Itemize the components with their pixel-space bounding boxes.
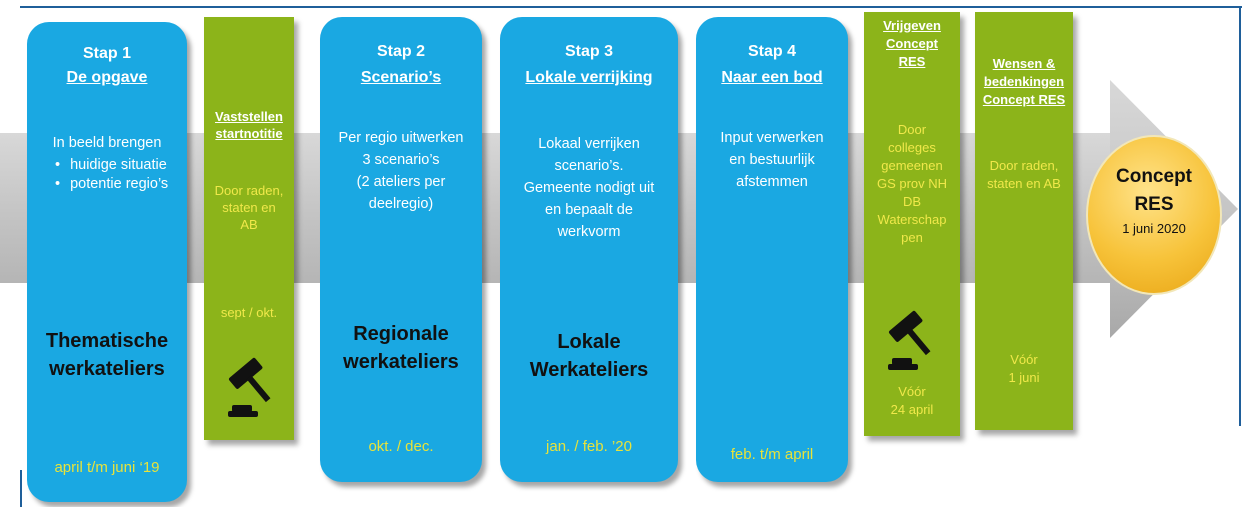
- step3-bottom-line2: Werkateliers: [529, 359, 649, 381]
- green2-text-line: gemeenen: [881, 158, 943, 173]
- step2-title: Stap 2: [376, 43, 425, 60]
- final-line1: Concept: [1116, 166, 1192, 187]
- step3-text-line4: en bepaalt de: [545, 202, 633, 218]
- step2-text-line4: deelregio): [368, 196, 434, 212]
- step4-subtitle: Naar een bod: [721, 69, 823, 86]
- green2-date-line2: 24 april: [890, 402, 934, 417]
- step1-subtitle: De opgave: [66, 69, 148, 86]
- green2-card: Vrijgeven Concept RES Door colleges geme…: [864, 12, 960, 436]
- green1-text-line2: staten en: [222, 200, 276, 215]
- final-date: 1 juni 2020: [1122, 221, 1186, 236]
- green1-text-line3: AB: [240, 217, 258, 232]
- step3-text-line1: Lokaal verrijken: [538, 136, 640, 152]
- green2-date-line1: Vóór: [898, 384, 926, 399]
- step3-subtitle: Lokale verrijking: [525, 69, 653, 86]
- step3-text-line5: werkvorm: [557, 224, 621, 240]
- step2-bottom-line1: Regionale: [353, 323, 449, 345]
- green2-text-line: Door: [897, 122, 927, 137]
- step4-text-line1: Input verwerken: [720, 130, 824, 146]
- step3-card: Stap 3 Lokale verrijking Lokaal verrijke…: [500, 17, 678, 482]
- green1-title-line2: startnotitie: [215, 126, 283, 141]
- step1-bullet-list: huidige situatie potentie regio’s: [55, 156, 168, 194]
- green1-title-line1: Vaststellen: [215, 109, 283, 124]
- step1-card: Stap 1 De opgave In beeld brengen huidig…: [27, 22, 187, 502]
- green2-text-line: DB: [902, 194, 922, 209]
- green3-title-line3: Concept RES: [982, 92, 1066, 107]
- concept-res-circle: Concept RES 1 juni 2020: [1086, 135, 1222, 295]
- step3-date: jan. / feb. ’20: [546, 438, 632, 455]
- step2-text-line2: 3 scenario’s: [362, 152, 440, 168]
- green2-title-line2: Concept: [886, 36, 938, 51]
- green3-card: Wensen & bedenkingen Concept RES Door ra…: [975, 12, 1073, 430]
- green3-title-line1: Wensen &: [992, 56, 1056, 71]
- final-line2: RES: [1134, 194, 1174, 215]
- green2-title-line1: Vrijgeven: [883, 18, 941, 33]
- green3-text-line2: staten en AB: [987, 176, 1061, 191]
- step2-bottom-line2: werkateliers: [343, 351, 459, 373]
- green3-date-line2: 1 juni: [1008, 370, 1040, 385]
- step1-intro: In beeld brengen: [52, 135, 162, 151]
- green2-text-line: GS prov NH: [876, 176, 948, 191]
- green1-text-line1: Door raden,: [214, 183, 284, 198]
- step2-text-line3: (2 ateliers per: [356, 174, 446, 190]
- frame-border-top: [20, 6, 1242, 8]
- green3-title-line2: bedenkingen: [983, 74, 1065, 89]
- gavel-icon: [228, 357, 271, 417]
- step2-text-line1: Per regio uitwerken: [338, 130, 464, 146]
- step1-date: april t/m juni ‘19: [54, 459, 160, 476]
- step2-subtitle: Scenario’s: [360, 69, 442, 86]
- green3-text-line1: Door raden,: [989, 158, 1059, 173]
- green2-text-line: colleges: [888, 140, 936, 155]
- step4-text-line3: afstemmen: [736, 174, 808, 190]
- step4-title: Stap 4: [747, 43, 796, 60]
- step2-card: Stap 2 Scenario’s Per regio uitwerken 3 …: [320, 17, 482, 482]
- step4-text-line2: en bestuurlijk: [729, 152, 815, 168]
- green2-text-line: Waterschap: [877, 212, 947, 227]
- frame-border-right: [1239, 6, 1241, 426]
- step1-bottom-line1: Thematische: [45, 330, 169, 352]
- gavel-icon: [888, 310, 931, 370]
- green1-card: Vaststellen startnotitie Door raden, sta…: [204, 17, 294, 440]
- step4-card: Stap 4 Naar een bod Input verwerken en b…: [696, 17, 848, 482]
- frame-border-left: [20, 470, 22, 507]
- step3-bottom-line1: Lokale: [557, 331, 621, 353]
- green1-date: sept / okt.: [220, 305, 278, 320]
- green2-title-line3: RES: [898, 54, 926, 69]
- step1-bullet: huidige situatie: [55, 156, 168, 175]
- step1-bullet: potentie regio’s: [55, 175, 168, 194]
- step4-date: feb. t/m april: [730, 446, 814, 463]
- step3-title: Stap 3: [564, 43, 613, 60]
- step1-title: Stap 1: [82, 45, 131, 62]
- step1-bottom-line2: werkateliers: [49, 358, 165, 380]
- step3-text-line3: Gemeente nodigt uit: [523, 180, 655, 196]
- green3-date-line1: Vóór: [1010, 352, 1038, 367]
- step3-text-line2: scenario’s.: [554, 158, 624, 174]
- step2-date: okt. / dec.: [368, 438, 434, 455]
- green2-text-line: pen: [901, 230, 923, 245]
